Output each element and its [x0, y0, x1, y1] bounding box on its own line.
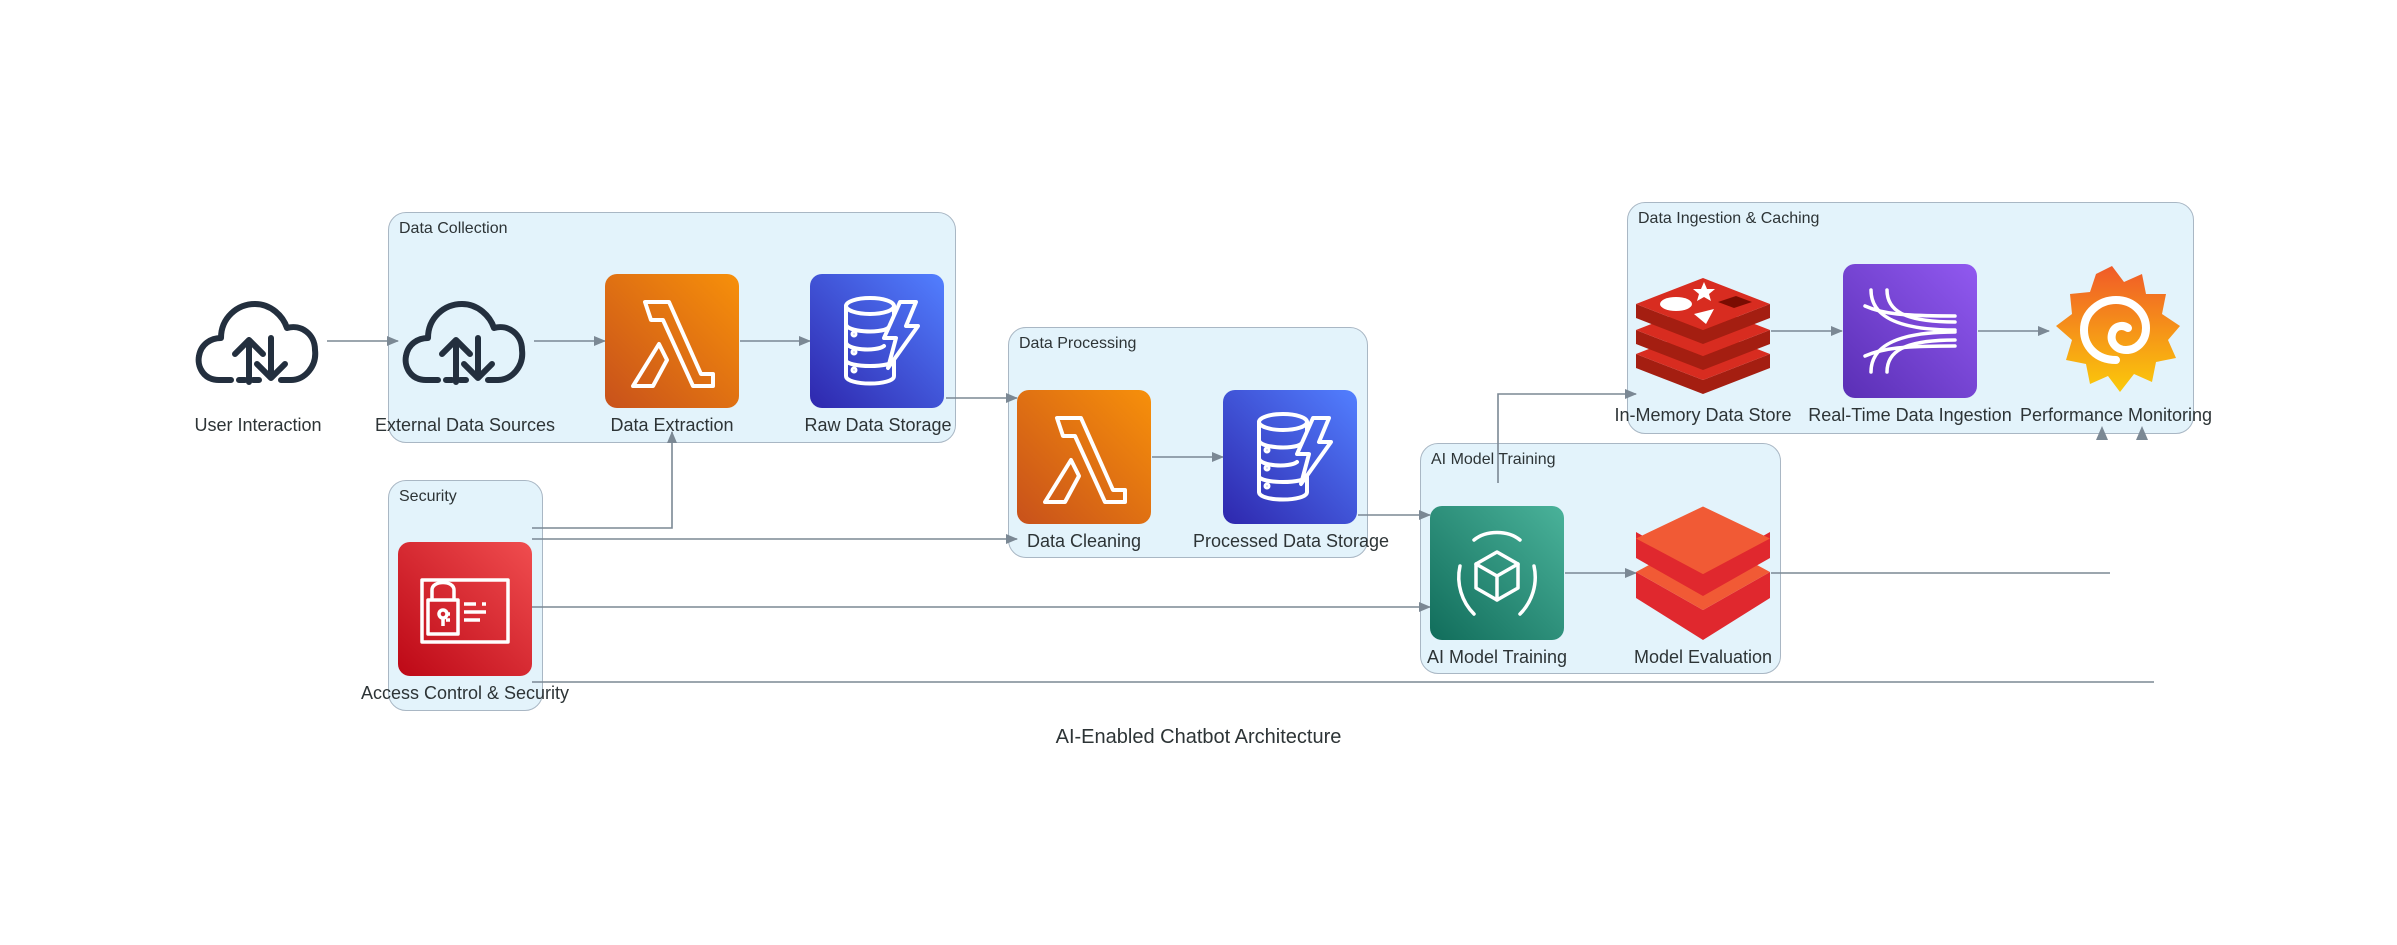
- cluster-label: Security: [399, 488, 457, 505]
- node-raw-data-storage[interactable]: [810, 274, 944, 408]
- node-model-evaluation[interactable]: [1636, 506, 1770, 640]
- redis-icon: [1636, 278, 1770, 394]
- node-real-time-data-ingestion[interactable]: [1843, 264, 1977, 398]
- label-data-cleaning: Data Cleaning: [1026, 531, 1142, 551]
- edge-training-to-inmemory: [1497, 389, 1637, 483]
- edge-security-to-extraction: [532, 431, 677, 529]
- node-external-data-sources[interactable]: [398, 274, 532, 408]
- grafana-icon: [2056, 266, 2180, 392]
- node-in-memory-data-store[interactable]: [1636, 264, 1770, 398]
- label-in-memory-data-store: In-Memory Data Store: [1614, 405, 1792, 425]
- arrowhead-monitoring-a: [2096, 426, 2108, 440]
- node-data-cleaning[interactable]: [1017, 390, 1151, 524]
- cluster-label: AI Model Training: [1431, 451, 1556, 468]
- label-data-extraction: Data Extraction: [610, 415, 734, 435]
- cluster-label: Data Processing: [1019, 335, 1137, 352]
- sagemaker-model-icon: [1430, 506, 1564, 640]
- cluster-label: Data Ingestion & Caching: [1638, 210, 1820, 227]
- label-external-data-sources: External Data Sources: [374, 415, 556, 435]
- label-ai-model-training: AI Model Training: [1426, 647, 1568, 667]
- node-ai-model-training[interactable]: [1430, 506, 1564, 640]
- identity-lock-icon: [398, 542, 532, 676]
- label-raw-data-storage: Raw Data Storage: [804, 415, 952, 435]
- node-user-interaction[interactable]: [191, 274, 325, 408]
- label-model-evaluation: Model Evaluation: [1633, 647, 1773, 667]
- lambda-icon: [605, 274, 739, 408]
- dynamodb-icon: [1223, 390, 1357, 524]
- dynamodb-icon: [810, 274, 944, 408]
- cluster-label: Data Collection: [399, 220, 508, 237]
- diagram-title: AI-Enabled Chatbot Architecture: [1055, 726, 1342, 748]
- label-performance-monitoring: Performance Monitoring: [2019, 405, 2213, 425]
- label-user-interaction: User Interaction: [194, 415, 322, 435]
- cloud-upload-download-icon: [195, 301, 319, 385]
- node-performance-monitoring[interactable]: [2050, 264, 2184, 398]
- node-access-control-security[interactable]: [398, 542, 532, 676]
- label-access-control-security: Access Control & Security: [360, 683, 570, 703]
- cloud-upload-download-icon: [402, 301, 526, 385]
- arrowhead-monitoring-b: [2136, 426, 2148, 440]
- node-data-extraction[interactable]: [605, 274, 739, 408]
- lambda-icon: [1017, 390, 1151, 524]
- kinesis-stream-icon: [1843, 264, 1977, 398]
- node-processed-data-storage[interactable]: [1223, 390, 1357, 524]
- label-real-time-data-ingestion: Real-Time Data Ingestion: [1808, 405, 2012, 425]
- label-processed-data-storage: Processed Data Storage: [1192, 531, 1390, 551]
- databricks-layers-icon: [1636, 506, 1770, 640]
